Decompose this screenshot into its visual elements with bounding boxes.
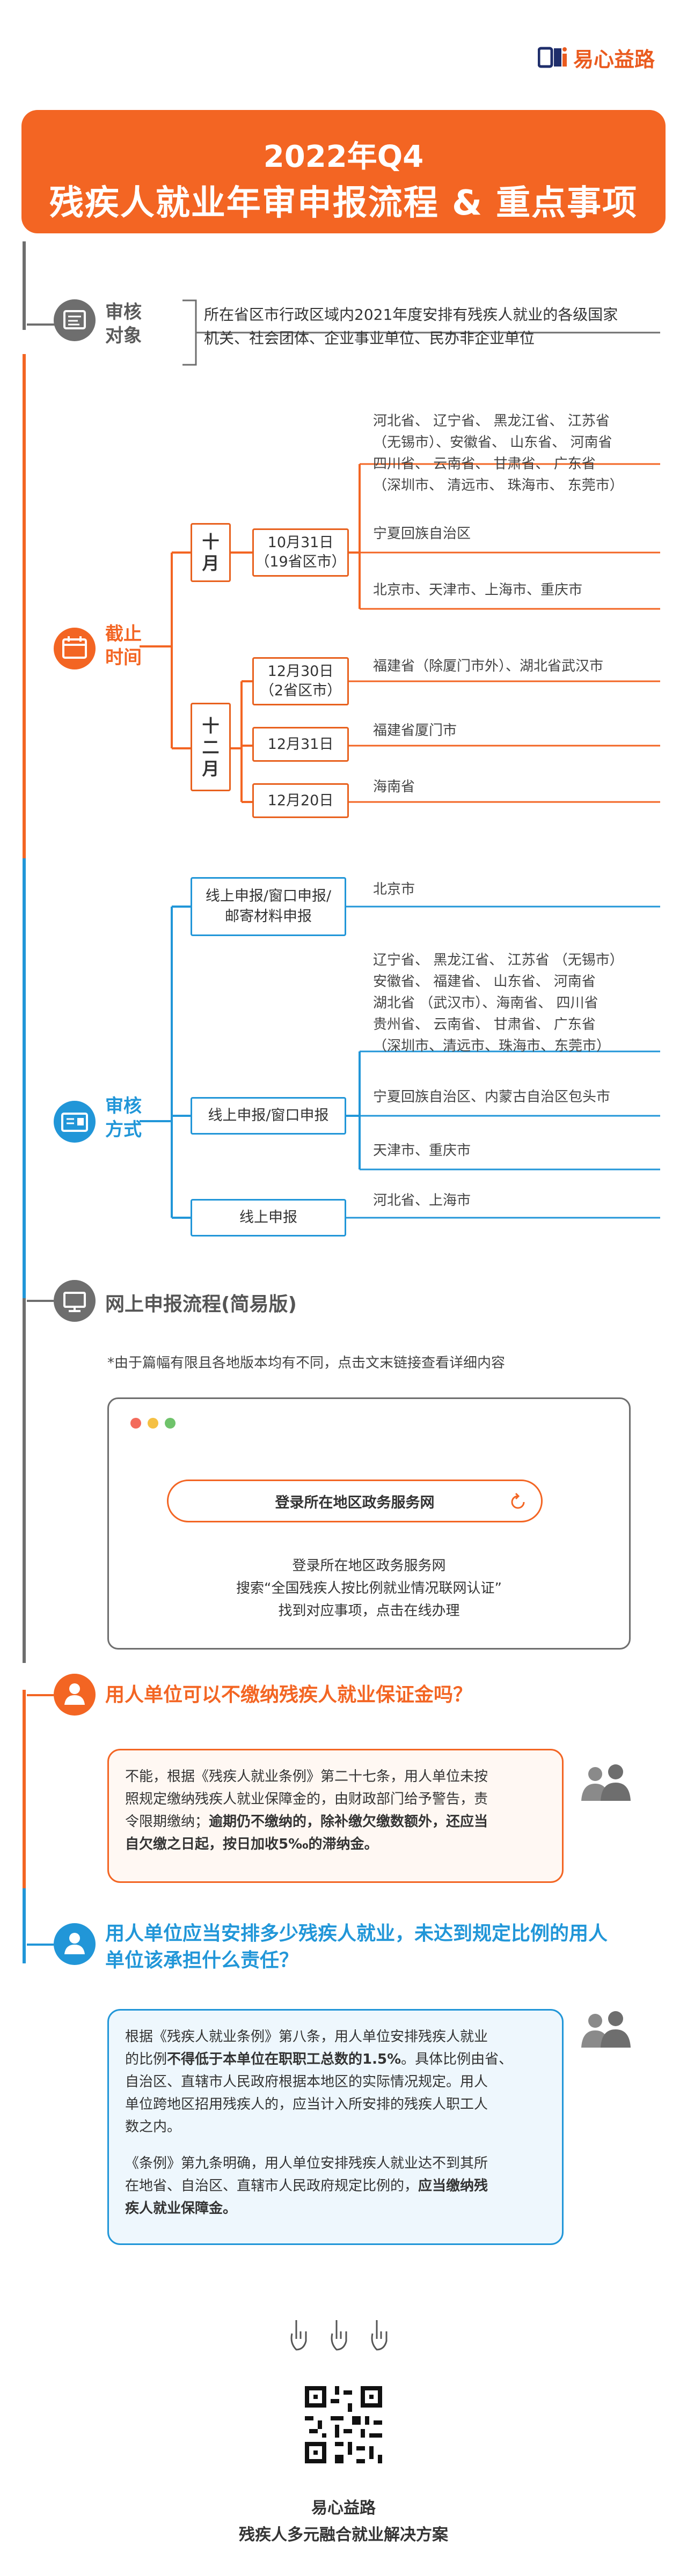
deadline-label: 截止 时间 <box>105 623 142 668</box>
method-2-box: 线上申报/窗口申报 <box>191 1097 346 1135</box>
q2-icon-circle <box>54 1923 96 1965</box>
calendar-icon <box>62 636 87 659</box>
q2-answer-card: 根据《残疾人就业条例》第八条，用人单位安排残疾人就业 的比例不得低于本单位在职职… <box>107 2009 564 2245</box>
dec30-text: 福建省（除厦门市外）、湖北省武汉市 <box>373 658 604 674</box>
brand-logo-group: 易心益路 <box>537 44 655 71</box>
window-dot-green-icon <box>165 1418 176 1429</box>
document-icon <box>63 310 86 329</box>
method-label: 审核 方式 <box>105 1095 142 1140</box>
people-icon <box>581 2011 631 2048</box>
q2-answer-text: 根据《残疾人就业条例》第八条，用人单位安排残疾人就业 的比例不得低于本单位在职职… <box>125 2029 513 2217</box>
method-3-box: 线上申报 <box>191 1199 346 1237</box>
method-2-group-b-text: 宁夏回族自治区、内蒙古自治区包头市 <box>373 1089 611 1105</box>
online-note: *由于篇幅有限且各地版本均有不同，点击文末链接查看详细内容 <box>107 1355 506 1371</box>
brand-name: 易心益路 <box>573 47 655 71</box>
method-icon-circle <box>54 1101 96 1143</box>
qr-code-icon[interactable] <box>301 2382 386 2468</box>
q1-title: 用人单位可以不缴纳残疾人就业保证金吗？ <box>105 1684 473 1706</box>
banner-title: 残疾人就业年审申报流程 & 重点事项 <box>49 183 638 223</box>
dec20-text: 海南省 <box>373 779 415 795</box>
computer-icon <box>63 1292 86 1312</box>
deadline-icon-circle <box>54 628 96 669</box>
pointing-down-icons <box>290 2320 388 2351</box>
banner-subtitle: 2022年Q4 <box>263 139 424 174</box>
method-2-group-c-text: 天津市、重庆市 <box>373 1143 471 1159</box>
method-1-text: 北京市 <box>373 881 415 897</box>
window-dot-yellow-icon <box>148 1418 158 1429</box>
brand-logo-icon <box>537 47 567 68</box>
q1-answer-card: 不能，根据《残疾人就业条例》第二十七条，用人单位未按 照规定缴纳残疾人就业保障金… <box>107 1749 564 1883</box>
method-2-group-a-text: 辽宁省、 黑龙江省、 江苏省 （无锡市） 安徽省、 福建省、 山东省、 河南省 … <box>373 952 624 1054</box>
month-december-box: 十 二 月 <box>191 703 231 791</box>
date-dec20-box: 12月20日 <box>252 783 349 818</box>
month-october-box: 十 月 <box>191 523 231 582</box>
online-icon-circle <box>54 1280 96 1322</box>
date-oct31-box: 10月31日 （19省区市） <box>252 528 349 577</box>
q1-icon-circle <box>54 1674 96 1716</box>
people-icon <box>581 1764 631 1801</box>
login-gov-service-button[interactable]: 登录所在地区政务服务网 <box>167 1480 543 1522</box>
window-dot-red-icon <box>130 1418 141 1429</box>
footer-tagline: 残疾人多元融合就业解决方案 <box>239 2526 448 2544</box>
q1-answer-text: 不能，根据《残疾人就业条例》第二十七条，用人单位未按 照规定缴纳残疾人就业保障金… <box>125 1769 488 1852</box>
oct31-group-b-text: 宁夏回族自治区 <box>373 526 471 542</box>
date-dec31-box: 12月31日 <box>252 727 349 762</box>
oct31-group-a-text: 河北省、 辽宁省、 黑龙江省、 江苏省 （无锡市）、安徽省、 山东省、 河南省 … <box>373 413 624 494</box>
oct31-group-c-text: 北京市、天津市、上海市、重庆市 <box>373 582 583 598</box>
dec31-text: 福建省厦门市 <box>373 723 457 739</box>
person-icon <box>64 1933 85 1954</box>
q2-title: 用人单位应当安排多少残疾人就业，未达到规定比例的用人 单位该承担什么责任？ <box>105 1923 608 1971</box>
method-1-box: 线上申报/窗口申报/ 邮寄材料申报 <box>191 877 346 936</box>
login-button-label: 登录所在地区政务服务网 <box>275 1494 435 1511</box>
person-icon <box>64 1683 85 1705</box>
audit-target-label: 审核 对象 <box>105 301 142 347</box>
online-title: 网上申报流程(简易版) <box>105 1293 297 1315</box>
online-steps: 登录所在地区政务服务网 搜索“全国残疾人按比例就业情况联网认证” 找到对应事项，… <box>236 1558 502 1619</box>
browser-window: 登录所在地区政务服务网 登录所在地区政务服务网 搜索“全国残疾人按比例就业情况联… <box>107 1397 631 1650</box>
footer-brand: 易心益路 <box>311 2499 376 2518</box>
title-banner: 2022年Q4 残疾人就业年审申报流程 & 重点事项 <box>21 110 666 233</box>
audit-target-text: 所在省区市行政区域内2021年度安排有残疾人就业的各级国家 机关、社会团体、企业… <box>204 306 618 347</box>
id-card-icon <box>61 1113 88 1132</box>
method-3-text: 河北省、上海市 <box>373 1193 471 1209</box>
date-dec30-box: 12月30日 （2省区市） <box>252 657 349 705</box>
audit-target-icon-circle <box>54 299 96 341</box>
refresh-icon <box>511 1492 525 1509</box>
